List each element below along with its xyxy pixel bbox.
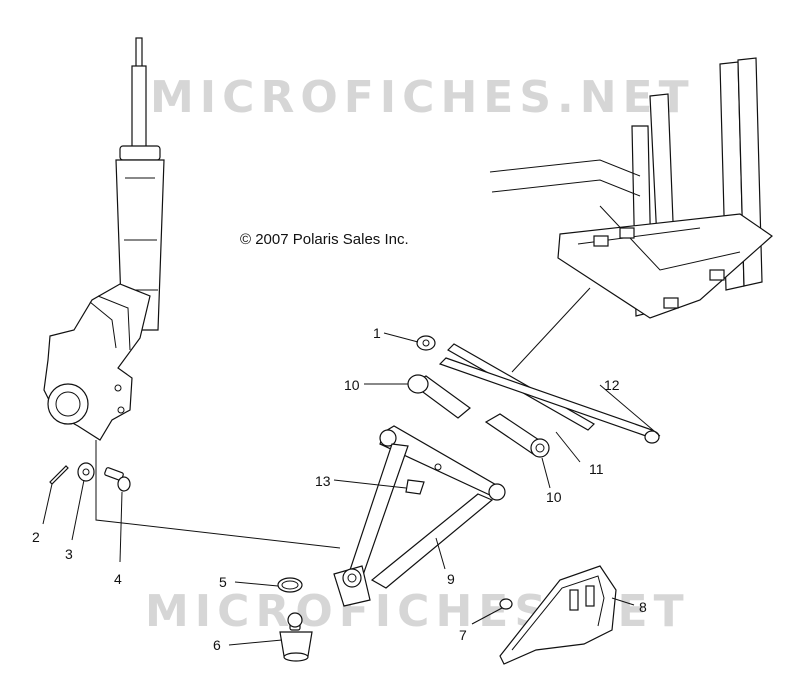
bushing-left [407,374,471,419]
callout-3: 3 [65,546,73,562]
cotter-pin [49,465,69,485]
ball-joint [279,612,313,662]
a-arm [333,425,506,607]
assembly-lead-line [95,440,341,549]
flange-nut [416,335,436,351]
callout-12: 12 [604,377,620,393]
callout-4: 4 [114,571,122,587]
retaining-ring [277,577,303,593]
pivot-shafts [438,343,660,444]
frame-section [489,57,773,319]
callout-2: 2 [32,529,40,545]
steering-knuckle [43,283,151,441]
bushing-right [484,413,550,458]
callout-9: 9 [447,571,455,587]
callout-5: 5 [219,574,227,590]
frame-lead-line [511,287,591,373]
callout-6: 6 [213,637,221,653]
copyright-notice: © 2007 Polaris Sales Inc. [240,231,409,248]
callout-10-left: 10 [344,377,360,393]
callout-13: 13 [315,473,331,489]
callout-leaders [42,332,661,646]
callout-10-right: 10 [546,489,562,505]
callout-8: 8 [639,599,647,615]
a-arm-guard [499,565,617,665]
guard-bolt [499,598,513,610]
castle-nut [77,462,95,482]
callout-11: 11 [589,461,604,477]
watermark-top: MICROFICHES.NET [150,72,695,123]
callout-1: 1 [373,325,381,341]
callout-7: 7 [459,627,467,643]
knuckle-bolt [104,467,131,492]
